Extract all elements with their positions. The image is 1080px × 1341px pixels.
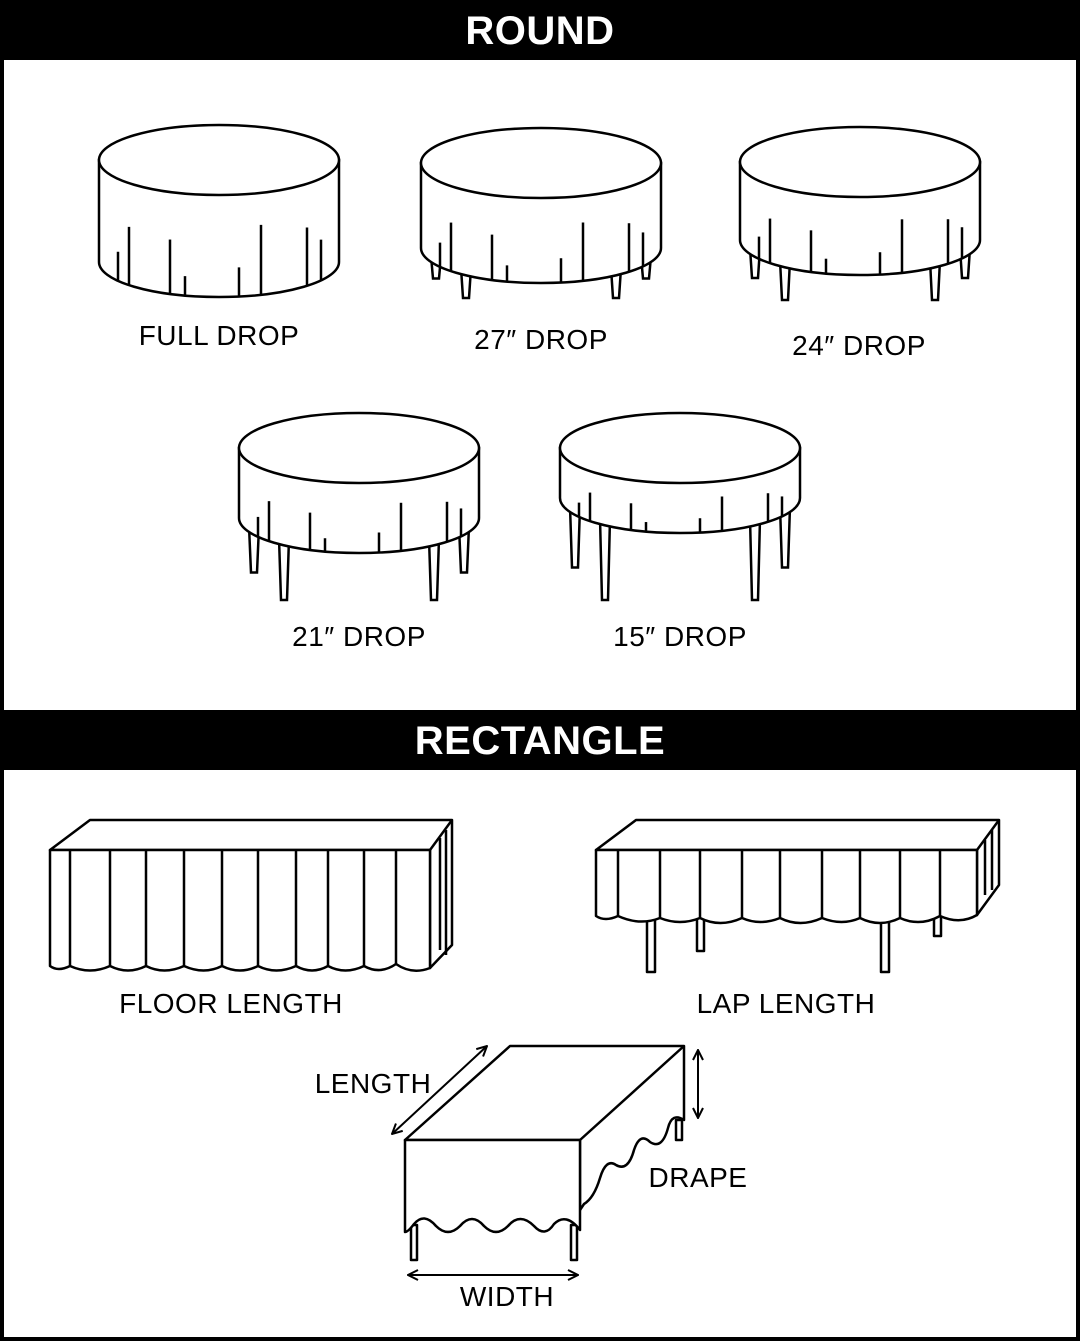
floor-length-label: FLOOR LENGTH [119,988,343,1019]
24-inch-drop-table [738,125,982,302]
rectangle-section-header: RECTANGLE [0,710,1080,770]
dimension-diagram-table [392,1046,698,1275]
21-inch-drop-label: 21″ DROP [292,621,426,652]
24-inch-drop-label: 24″ DROP [792,330,926,361]
width-dimension-label: WIDTH [459,1281,555,1312]
round-section-header: ROUND [0,0,1080,60]
15-inch-drop-label: 15″ DROP [613,621,747,652]
full-drop-label: FULL DROP [138,320,300,351]
lap-length-label: LAP LENGTH [696,988,876,1019]
drape-dimension-label: DRAPE [648,1162,748,1193]
full-drop-table [97,123,341,299]
15-inch-drop-table [558,411,802,602]
floor-length-table [48,818,454,972]
lap-length-table [594,818,1001,974]
27-inch-drop-table [419,126,663,300]
length-dimension-label: LENGTH [314,1068,432,1099]
21-inch-drop-table [237,411,481,602]
27-inch-drop-label: 27″ DROP [474,324,608,355]
